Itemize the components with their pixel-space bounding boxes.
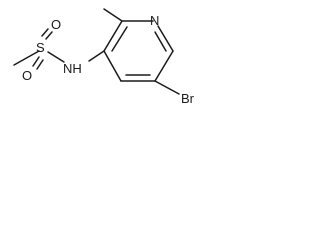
bond-s-o-bottom-a (32, 56, 40, 67)
bond-s-methyl (13, 50, 40, 66)
bond-c3-n (88, 50, 105, 62)
atom-layer: N Br S O O NH (22, 13, 195, 106)
bond-c3-c4 (103, 50, 122, 82)
bond-s-o-top-a (41, 28, 49, 37)
bond-c5-c6 (154, 50, 174, 82)
bond-s-o-bottom-b (36, 59, 44, 70)
bond-layer (13, 8, 180, 95)
bond-s-o-top-b (45, 31, 53, 40)
structure-diagram: N Br S O O NH (13, 8, 195, 106)
atom-sulfur: S (36, 40, 45, 55)
atom-oxygen-top: O (51, 17, 61, 32)
bond-n-s (47, 51, 65, 63)
bond-c2-c3-inner (111, 26, 128, 52)
bond-c6-n1-inner (154, 31, 167, 52)
bond-c5-br (154, 80, 180, 95)
atom-oxygen-bottom: O (22, 68, 32, 83)
atom-amine-nh: NH (63, 61, 82, 76)
bond-c6-n1 (157, 25, 174, 52)
bond-c2-methyl (103, 8, 123, 22)
structure-canvas: N Br S O O NH (0, 0, 224, 112)
atom-ring-nitrogen: N (150, 13, 159, 28)
bond-c2-c3 (103, 20, 123, 52)
atom-bromine: Br (181, 91, 195, 106)
